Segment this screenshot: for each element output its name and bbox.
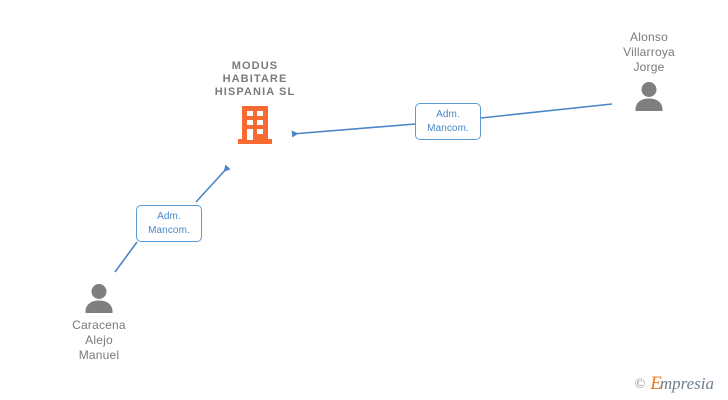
brand-initial: E bbox=[650, 373, 662, 394]
edge-alonso-outer bbox=[480, 103, 613, 119]
edge-caracena-outer bbox=[114, 241, 138, 273]
person-name-label: Alonso Villarroya Jorge bbox=[623, 30, 675, 74]
edge-caracena-inner bbox=[195, 164, 231, 203]
edge-alonso-inner bbox=[291, 123, 416, 138]
person-icon bbox=[635, 82, 663, 111]
person-node-alonso-villarroya-jorge[interactable]: Alonso Villarroya Jorge bbox=[589, 30, 709, 111]
watermark: © Empresia bbox=[634, 373, 714, 394]
person-node-caracena-alejo-manuel[interactable]: Caracena Alejo Manuel bbox=[39, 283, 159, 363]
company-node[interactable]: MODUS HABITARE HISPANIA SL bbox=[185, 60, 325, 150]
brand-logo: Empresia bbox=[650, 373, 714, 394]
relation-label-caracena[interactable]: Adm. Mancom. bbox=[136, 205, 202, 242]
company-name-label: MODUS HABITARE HISPANIA SL bbox=[214, 60, 296, 98]
relation-label-alonso[interactable]: Adm. Mancom. bbox=[415, 103, 481, 140]
building-icon bbox=[238, 106, 272, 144]
copyright-icon: © bbox=[634, 377, 646, 392]
person-icon bbox=[85, 284, 113, 313]
brand-name: mpresia bbox=[659, 374, 714, 393]
person-name-label: Caracena Alejo Manuel bbox=[72, 318, 126, 362]
